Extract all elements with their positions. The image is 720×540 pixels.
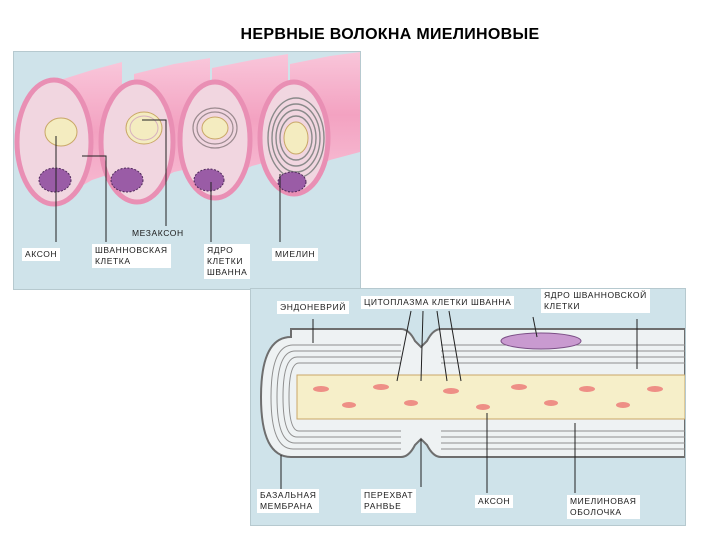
axon-label-bottom: АКСОН [475, 495, 514, 508]
myelin-sheath-label: МИЕЛИНОВАЯ ОБОЛОЧКА [567, 495, 640, 519]
longitudinal-section-panel: ЭНДОНЕВРИЙ ЦИТОПЛАЗМА КЛЕТКИ ШВАННА ЯДРО… [250, 288, 686, 526]
myelination-cross-sections-panel: МЕЗАКСОН АКСОН ШВАННОВСКАЯ КЛЕТКА ЯДРО К… [13, 51, 361, 290]
mesaxon-label: МЕЗАКСОН [132, 228, 184, 238]
schwann-cytoplasm-label: ЦИТОПЛАЗМА КЛЕТКИ ШВАННА [361, 296, 515, 309]
page-title: НЕРВНЫЕ ВОЛОКНА МИЕЛИНОВЫЕ [240, 26, 540, 43]
myelin-lamellae-right [441, 344, 685, 450]
endoneurium-label: ЭНДОНЕВРИЙ [277, 301, 349, 314]
schwann-nucleus-label: ЯДРО КЛЕТКИ ШВАННА [204, 244, 251, 279]
stage-1-cross-section [14, 62, 122, 207]
basal-membrane-label: БАЗАЛЬНАЯ МЕМБРАНА [257, 489, 320, 513]
myelination-cross-sections-illustration [14, 52, 360, 242]
bottom-leader-lines [280, 310, 638, 493]
top-leader-lines [55, 119, 281, 242]
axon-organelles [313, 384, 663, 410]
stage-4-cross-section [257, 52, 360, 197]
schwann-nucleus-shape [500, 332, 582, 350]
schwann-cell-nucleus-label: ЯДРО ШВАННОВСКОЙ КЛЕТКИ [541, 289, 650, 313]
node-of-ranvier-label: ПЕРЕХВАТ РАНВЬЕ [361, 489, 417, 513]
axon-label-top: АКСОН [22, 248, 61, 261]
schwann-cell-label: ШВАННОВСКАЯ КЛЕТКА [92, 244, 171, 268]
myelin-label: МИЕЛИН [272, 248, 319, 261]
longitudinal-fiber-illustration [259, 310, 685, 493]
myelin-lamellae-left [270, 344, 401, 450]
axon-core [296, 374, 685, 420]
